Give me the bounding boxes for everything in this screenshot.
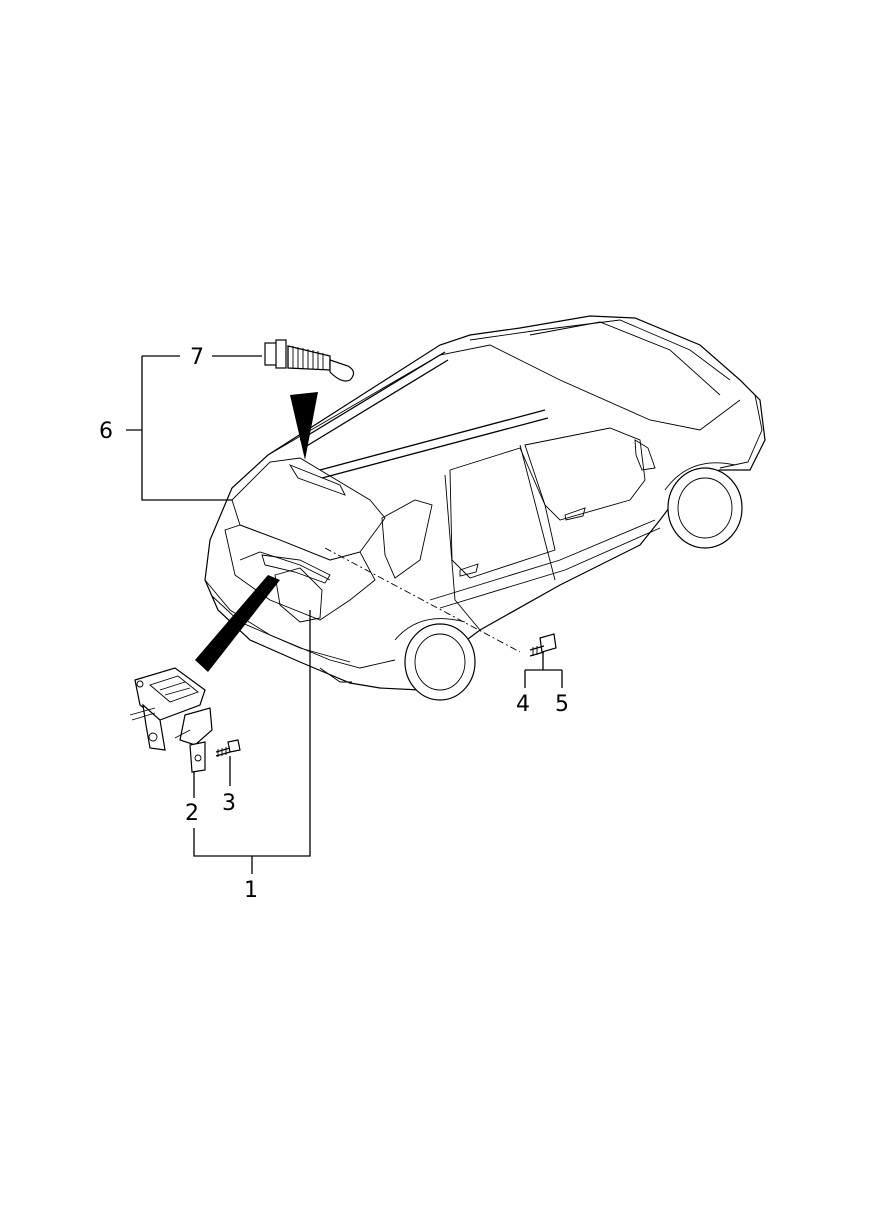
part-7-socket — [264, 339, 355, 382]
leader-lines — [126, 355, 563, 874]
callout-3: 3 — [222, 791, 236, 816]
vehicle-illustration — [204, 315, 766, 701]
callout-2: 2 — [185, 801, 199, 826]
part-2-latch — [129, 667, 213, 773]
callout-6: 6 — [99, 419, 113, 444]
callout-7: 7 — [190, 345, 204, 370]
callout-4: 4 — [516, 692, 530, 717]
callout-5: 5 — [555, 692, 569, 717]
part-4-5-bolt — [324, 547, 557, 657]
pointer-wedge-upper — [290, 392, 318, 460]
pointer-wedge-lower — [195, 575, 280, 672]
part-3-bolt — [215, 739, 241, 757]
callout-1: 1 — [244, 878, 258, 903]
